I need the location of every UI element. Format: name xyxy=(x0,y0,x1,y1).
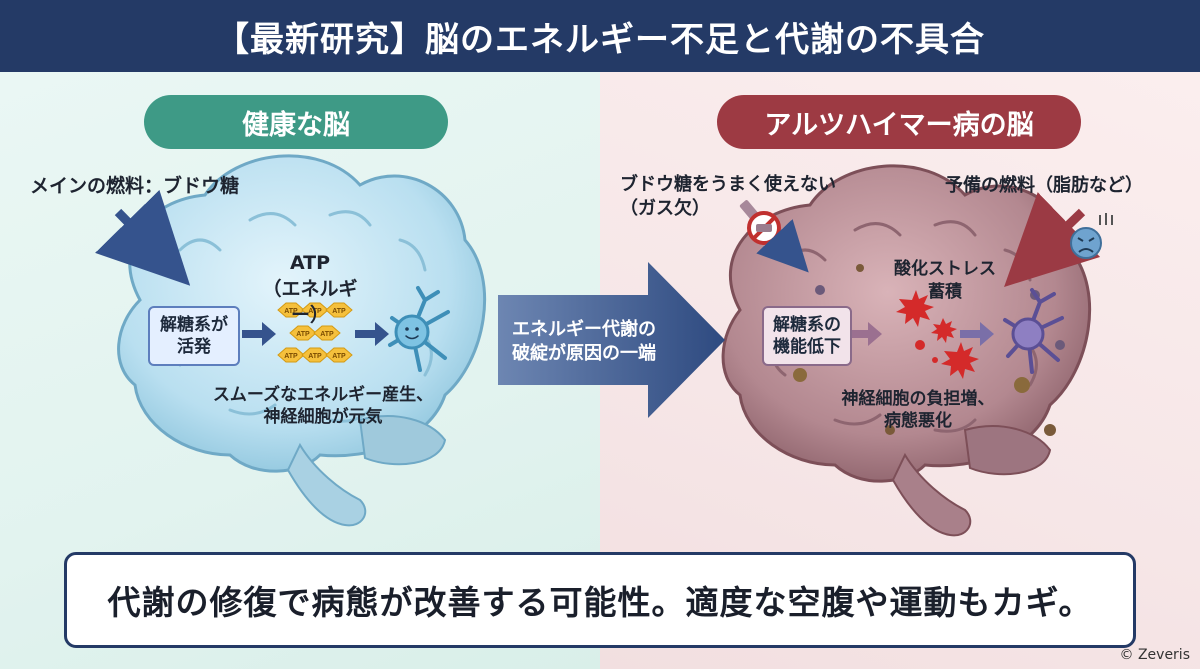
alzheimer-brain-title: アルツハイマー病の脳 xyxy=(717,95,1081,149)
alz-flow-arrow-1 xyxy=(848,322,882,346)
glucose-problem-line1: ブドウ糖をうまく使えない xyxy=(620,174,836,195)
alz-flow-arrow-2 xyxy=(960,322,994,346)
healthy-glycolysis-line1: 解糖系が xyxy=(160,315,228,335)
backup-fuel-arrow xyxy=(1004,192,1101,287)
oxidative-stress-line1: 酸化ストレス xyxy=(894,259,996,279)
healthy-glycolysis-box: 解糖系が 活発 xyxy=(148,306,240,366)
center-arrow-line1: エネルギー代謝の xyxy=(512,319,656,340)
healthy-flow-arrow-2 xyxy=(355,322,389,346)
center-arrow-text: エネルギー代謝の 破綻が原因の一端 xyxy=(512,318,692,366)
summary-text: 代謝の修復で病態が改善する可能性。適度な空腹や運動もカギ。 xyxy=(107,583,1093,622)
center-arrow-shape xyxy=(498,262,725,418)
glucose-blocked-arrow xyxy=(756,219,809,273)
glucose-problem-label: ブドウ糖をうまく使えない （ガス欠） xyxy=(620,173,836,221)
alz-glycolysis-line2: 機能低下 xyxy=(773,337,841,357)
backup-fuel-label: 予備の燃料（脂肪など） xyxy=(945,175,1143,196)
healthy-glycolysis-line2: 活発 xyxy=(177,337,211,357)
healthy-caption-line1: スムーズなエネルギー産生、 xyxy=(212,385,434,405)
svg-text:ATP: ATP xyxy=(284,353,298,360)
healthy-brain-illustration xyxy=(117,154,487,527)
credit-text: © Zeveris xyxy=(1119,647,1191,663)
healthy-caption: スムーズなエネルギー産生、 神経細胞が元気 xyxy=(198,384,448,428)
alz-glycolysis-box: 解糖系の 機能低下 xyxy=(762,306,852,366)
header-bar: 【最新研究】脳のエネルギー不足と代謝の不具合 xyxy=(0,0,1200,72)
alzheimer-brain-illustration xyxy=(721,164,1092,537)
atp-token-cluster: ATP ATP ATP ATP ATP ATP ATP ATP xyxy=(277,302,353,363)
alz-caption-line1: 神経細胞の負担増、 xyxy=(841,389,995,409)
healthy-flow-arrow-1 xyxy=(242,322,276,346)
page-title: 【最新研究】脳のエネルギー不足と代謝の不具合 xyxy=(215,19,985,60)
healthy-brain-title: 健康な脳 xyxy=(144,95,448,149)
svg-text:ATP: ATP xyxy=(308,353,322,360)
atp-label: ATP （エネルギー） xyxy=(255,250,365,328)
alz-caption: 神経細胞の負担増、 病態悪化 xyxy=(818,388,1018,432)
svg-text:ATP: ATP xyxy=(332,353,346,360)
atp-token-3: ATP xyxy=(325,302,353,318)
stressed-neuron xyxy=(1003,288,1065,374)
svg-text:ATP: ATP xyxy=(332,308,346,315)
center-arrow-line2: 破綻が原因の一端 xyxy=(512,343,656,364)
atp-label-sub: （エネルギー） xyxy=(262,278,358,326)
worried-face-icon xyxy=(1070,213,1113,259)
svg-text:ATP: ATP xyxy=(284,308,298,315)
oxidative-stress-particles xyxy=(896,290,979,379)
svg-text:ATP: ATP xyxy=(308,308,322,315)
svg-text:ATP: ATP xyxy=(320,331,334,338)
healthy-neuron xyxy=(388,286,450,372)
atp-label-title: ATP xyxy=(289,252,331,274)
alz-caption-line2: 病態悪化 xyxy=(884,411,952,431)
svg-text:ATP: ATP xyxy=(296,331,310,338)
summary-box: 代謝の修復で病態が改善する可能性。適度な空腹や運動もカギ。 xyxy=(64,552,1136,648)
healthy-fuel-arrow xyxy=(95,189,191,286)
atp-token-5: ATP xyxy=(313,325,341,341)
atp-token-8: ATP xyxy=(325,347,353,363)
oxidative-stress-line2: 蓄積 xyxy=(928,282,962,302)
healthy-caption-line2: 神経細胞が元気 xyxy=(263,407,383,427)
glucose-problem-line2: （ガス欠） xyxy=(620,198,710,219)
oxidative-stress-label: 酸化ストレス 蓄積 xyxy=(880,258,1010,304)
healthy-fuel-label: メインの燃料：ブドウ糖 xyxy=(30,175,240,197)
alz-glycolysis-line1: 解糖系の xyxy=(773,315,841,335)
